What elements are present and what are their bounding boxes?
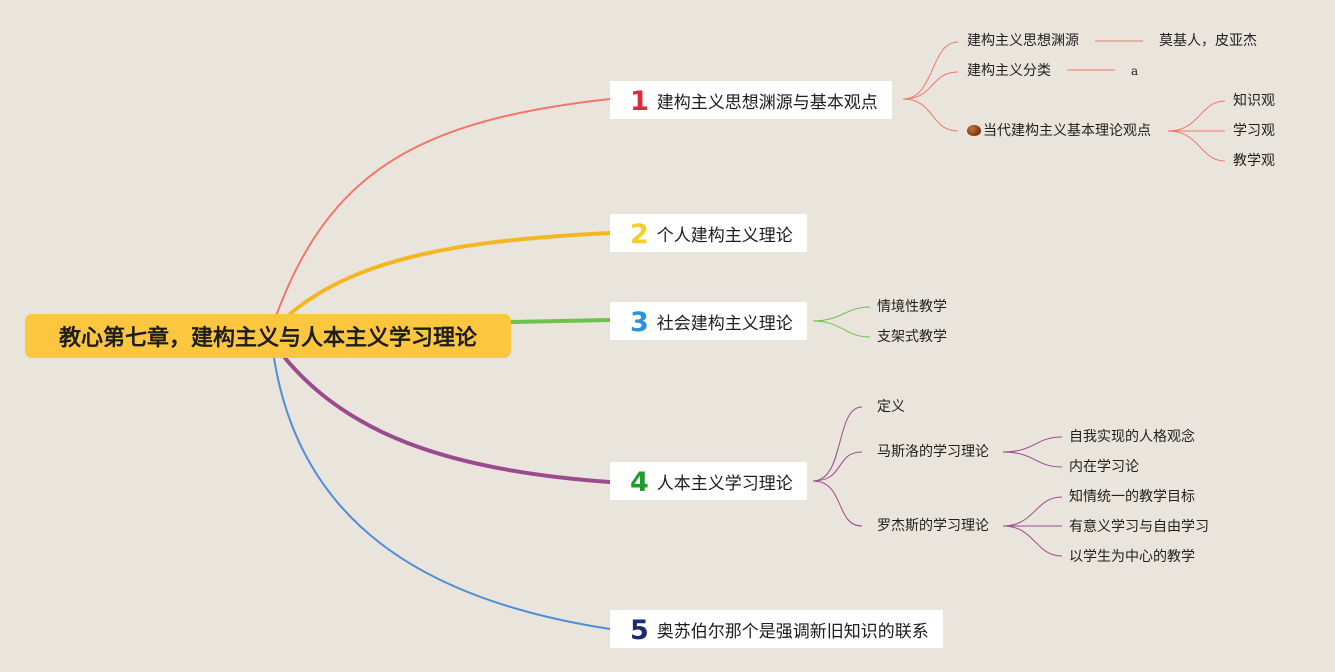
subtopic-constructivism-origins[interactable]: 建构主义思想渊源 [967,32,1079,50]
connector-root-branch3 [509,318,612,324]
leaf-meaningful-learning[interactable]: 有意义学习与自由学习 [1069,518,1209,536]
subtopic-rogers-theory[interactable]: 罗杰斯的学习理论 [877,517,989,535]
note-founder[interactable]: 莫基人，皮亚杰 [1159,32,1257,50]
root-topic[interactable]: 教心第七章，建构主义与人本主义学习理论 [25,314,511,358]
branch-3-topic[interactable]: 3 社会建构主义理论 [610,302,807,340]
leaf-label: 学习观 [1233,123,1275,139]
subtopic-contemporary-views[interactable]: 当代建构主义基本理论观点 [967,122,1151,140]
branch-5-topic[interactable]: 5 奥苏伯尔那个是强调新旧知识的联系 [610,610,943,648]
subtopic-label: 情境性教学 [877,299,947,315]
chestnut-icon [967,125,981,136]
branch-2-label: 个人建构主义理论 [656,225,793,246]
subtopic-label: 当代建构主义基本理论观点 [983,123,1151,139]
subtopic-label: 支架式教学 [877,329,947,345]
leaf-label: 教学观 [1233,153,1275,169]
leaf-label: 有意义学习与自由学习 [1069,519,1209,535]
branch-3-label: 社会建构主义理论 [656,313,793,334]
branch-1-topic[interactable]: 1 建构主义思想渊源与基本观点 [610,81,892,119]
branch-4-label: 人本主义学习理论 [656,473,793,494]
leaf-learning-view[interactable]: 学习观 [1233,122,1275,140]
branch3-connectors [812,306,871,338]
branch-3-number: 3 [630,306,649,338]
branch4-connectors [812,406,1063,557]
subtopic-definition[interactable]: 定义 [877,398,905,416]
root-topic-label: 教心第七章，建构主义与人本主义学习理论 [58,326,477,351]
subtopic-label: 建构主义分类 [967,63,1051,79]
subtopic-constructivism-types[interactable]: 建构主义分类 [967,62,1051,80]
branch-1-number: 1 [630,85,649,117]
leaf-label: 以学生为中心的教学 [1069,549,1195,565]
subtopic-scaffolding-teaching[interactable]: 支架式教学 [877,328,947,346]
branch-2-topic[interactable]: 2 个人建构主义理论 [610,214,807,252]
note-a[interactable]: a [1131,62,1138,80]
leaf-self-actualization[interactable]: 自我实现的人格观念 [1069,428,1195,446]
subtopic-label: 罗杰斯的学习理论 [877,518,989,534]
subtopic-label: 建构主义思想渊源 [967,33,1079,49]
branch-4-number: 4 [630,466,649,498]
connector-root-branch4 [283,356,612,484]
connector-root-branch5 [273,357,611,630]
branch-1-label: 建构主义思想渊源与基本观点 [656,92,878,113]
leaf-student-centered[interactable]: 以学生为中心的教学 [1069,548,1195,566]
leaf-label: 自我实现的人格观念 [1069,429,1195,445]
leaf-label: 内在学习论 [1069,459,1139,475]
branch-5-label: 奥苏伯尔那个是强调新旧知识的联系 [656,621,929,642]
leaf-intrinsic-learning[interactable]: 内在学习论 [1069,458,1139,476]
leaf-label: 知识观 [1233,93,1275,109]
branch-4-topic[interactable]: 4 人本主义学习理论 [610,462,807,500]
leaf-label: 知情统一的教学目标 [1069,489,1195,505]
leaf-knowledge-view[interactable]: 知识观 [1233,92,1275,110]
subtopic-label: 马斯洛的学习理论 [877,444,989,460]
branch-5-number: 5 [630,614,649,646]
subtopic-label: 定义 [877,399,905,415]
subtopic-situated-teaching[interactable]: 情境性教学 [877,298,947,316]
leaf-teaching-view[interactable]: 教学观 [1233,152,1275,170]
note-label: a [1131,64,1139,78]
connector-root-branch2 [288,231,612,316]
leaf-unified-goals[interactable]: 知情统一的教学目标 [1069,488,1195,506]
note-label: 莫基人，皮亚杰 [1159,33,1257,49]
subtopic-maslow-theory[interactable]: 马斯洛的学习理论 [877,443,989,461]
branch-2-number: 2 [630,218,649,250]
branch1-connectors [902,40,1226,162]
connector-root-branch1 [275,98,611,317]
